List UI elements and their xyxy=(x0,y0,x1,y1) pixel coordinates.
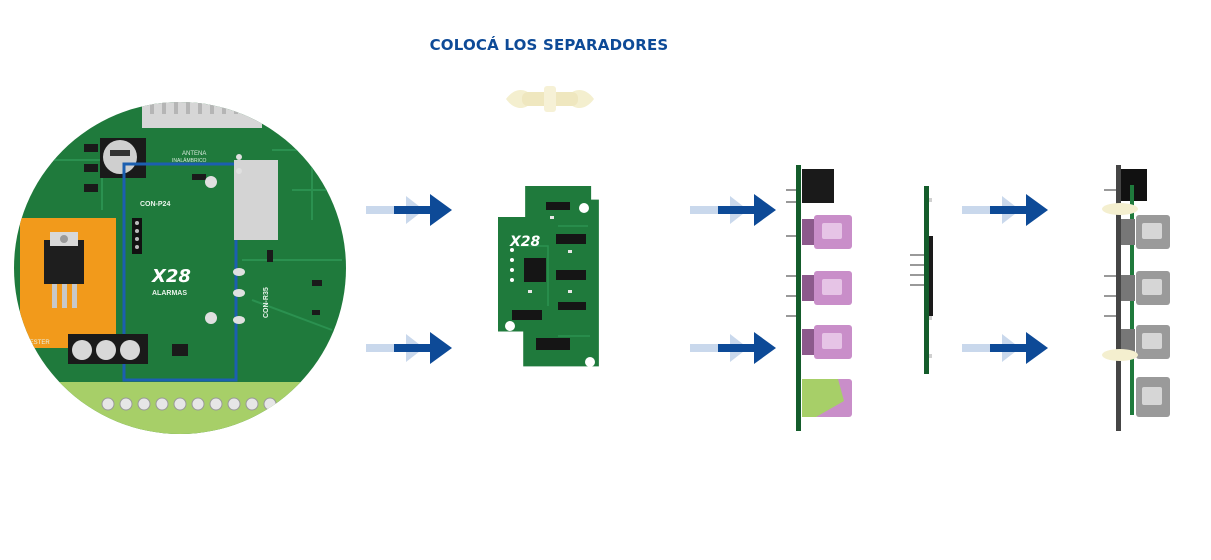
main-board-zoom: ANTENA INALÁMBRICO CON-P24 X28 ALARMAS C… xyxy=(14,102,346,434)
expansion-module: X28 xyxy=(498,186,599,367)
spacer-icon xyxy=(506,86,594,112)
side-view-module xyxy=(910,186,933,374)
label-brand-logo: X28 xyxy=(151,266,191,287)
arrow-right-icon xyxy=(366,194,452,226)
side-view-assembled xyxy=(1102,165,1170,431)
label-tester: TESTER xyxy=(26,340,50,346)
arrow-right-icon xyxy=(962,332,1048,364)
arrow-right-icon xyxy=(962,194,1048,226)
label-con-r35: CON-R35 xyxy=(263,287,270,318)
arrow-right-icon xyxy=(366,332,452,364)
arrow-right-icon xyxy=(690,194,776,226)
label-con-p24: CON-P24 xyxy=(140,201,170,208)
side-view-board-before xyxy=(786,165,852,431)
label-brand-name: ALARMAS xyxy=(152,290,187,297)
label-antenna: ANTENA xyxy=(182,151,206,157)
module-logo: X28 xyxy=(509,234,541,250)
label-antenna-sub: INALÁMBRICO xyxy=(172,157,207,164)
arrow-right-icon xyxy=(690,332,776,364)
page-title: COLOCÁ LOS SEPARADORES xyxy=(429,36,669,54)
